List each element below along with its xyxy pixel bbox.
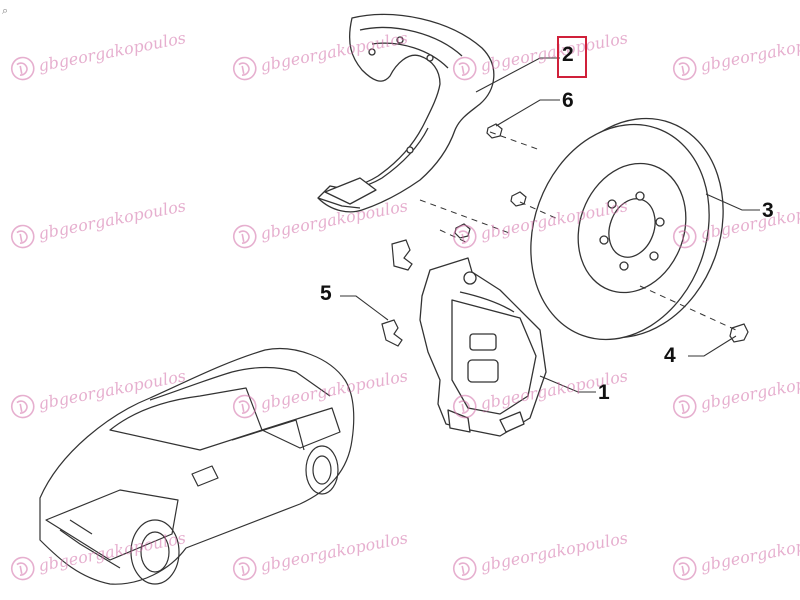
disc-screw xyxy=(729,323,749,343)
zoom-icon[interactable]: ⌕ xyxy=(2,4,9,17)
watermark: gbgeorgakopoulos xyxy=(8,24,188,84)
gb-logo-icon xyxy=(672,556,697,581)
watermark: gbgeorgakopoulos xyxy=(450,524,630,584)
callout-2-highlight-box xyxy=(557,36,587,78)
callout-3[interactable]: 3 xyxy=(762,199,774,222)
dust-shield xyxy=(317,13,495,213)
watermark: gbgeorgakopoulos xyxy=(670,192,800,252)
callout-6[interactable]: 6 xyxy=(562,89,574,112)
watermark: gbgeorgakopoulos xyxy=(8,524,188,584)
gb-logo-icon xyxy=(452,556,477,581)
gb-logo-icon xyxy=(672,224,697,249)
watermark: gbgeorgakopoulos xyxy=(8,192,188,252)
callout-1[interactable]: 1 xyxy=(598,381,610,404)
watermark: gbgeorgakopoulos xyxy=(670,524,800,584)
gb-logo-icon xyxy=(10,224,35,249)
brake-caliper xyxy=(419,257,547,437)
watermark: gbgeorgakopoulos xyxy=(450,362,630,422)
watermark: gbgeorgakopoulos xyxy=(450,192,630,252)
gb-logo-icon xyxy=(10,56,35,81)
gb-logo-icon xyxy=(10,556,35,581)
watermark: gbgeorgakopoulos xyxy=(8,362,188,422)
vehicle-illustration xyxy=(39,348,355,585)
leader-lines xyxy=(340,57,760,393)
gb-logo-icon xyxy=(452,394,477,419)
gb-logo-icon xyxy=(452,56,477,81)
gb-logo-icon xyxy=(232,394,257,419)
watermark: gbgeorgakopoulos xyxy=(230,24,410,84)
caliper-bolts xyxy=(381,239,413,347)
gb-logo-icon xyxy=(232,556,257,581)
brake-disc xyxy=(530,117,724,341)
watermark: gbgeorgakopoulos xyxy=(670,24,800,84)
watermark: gbgeorgakopoulos xyxy=(230,524,410,584)
watermark: gbgeorgakopoulos xyxy=(230,192,410,252)
callout-5[interactable]: 5 xyxy=(320,282,332,305)
callout-2[interactable]: 2 xyxy=(562,43,574,66)
shield-screws xyxy=(454,123,527,239)
watermark: gbgeorgakopoulos xyxy=(230,362,410,422)
assembly-lines xyxy=(419,131,737,331)
callout-4[interactable]: 4 xyxy=(664,344,676,367)
gb-logo-icon xyxy=(452,224,477,249)
gb-logo-icon xyxy=(232,56,257,81)
gb-logo-icon xyxy=(232,224,257,249)
gb-logo-icon xyxy=(10,394,35,419)
gb-logo-icon xyxy=(672,394,697,419)
watermark: gbgeorgakopoulos xyxy=(670,362,800,422)
gb-logo-icon xyxy=(672,56,697,81)
watermark: gbgeorgakopoulos xyxy=(450,24,630,84)
